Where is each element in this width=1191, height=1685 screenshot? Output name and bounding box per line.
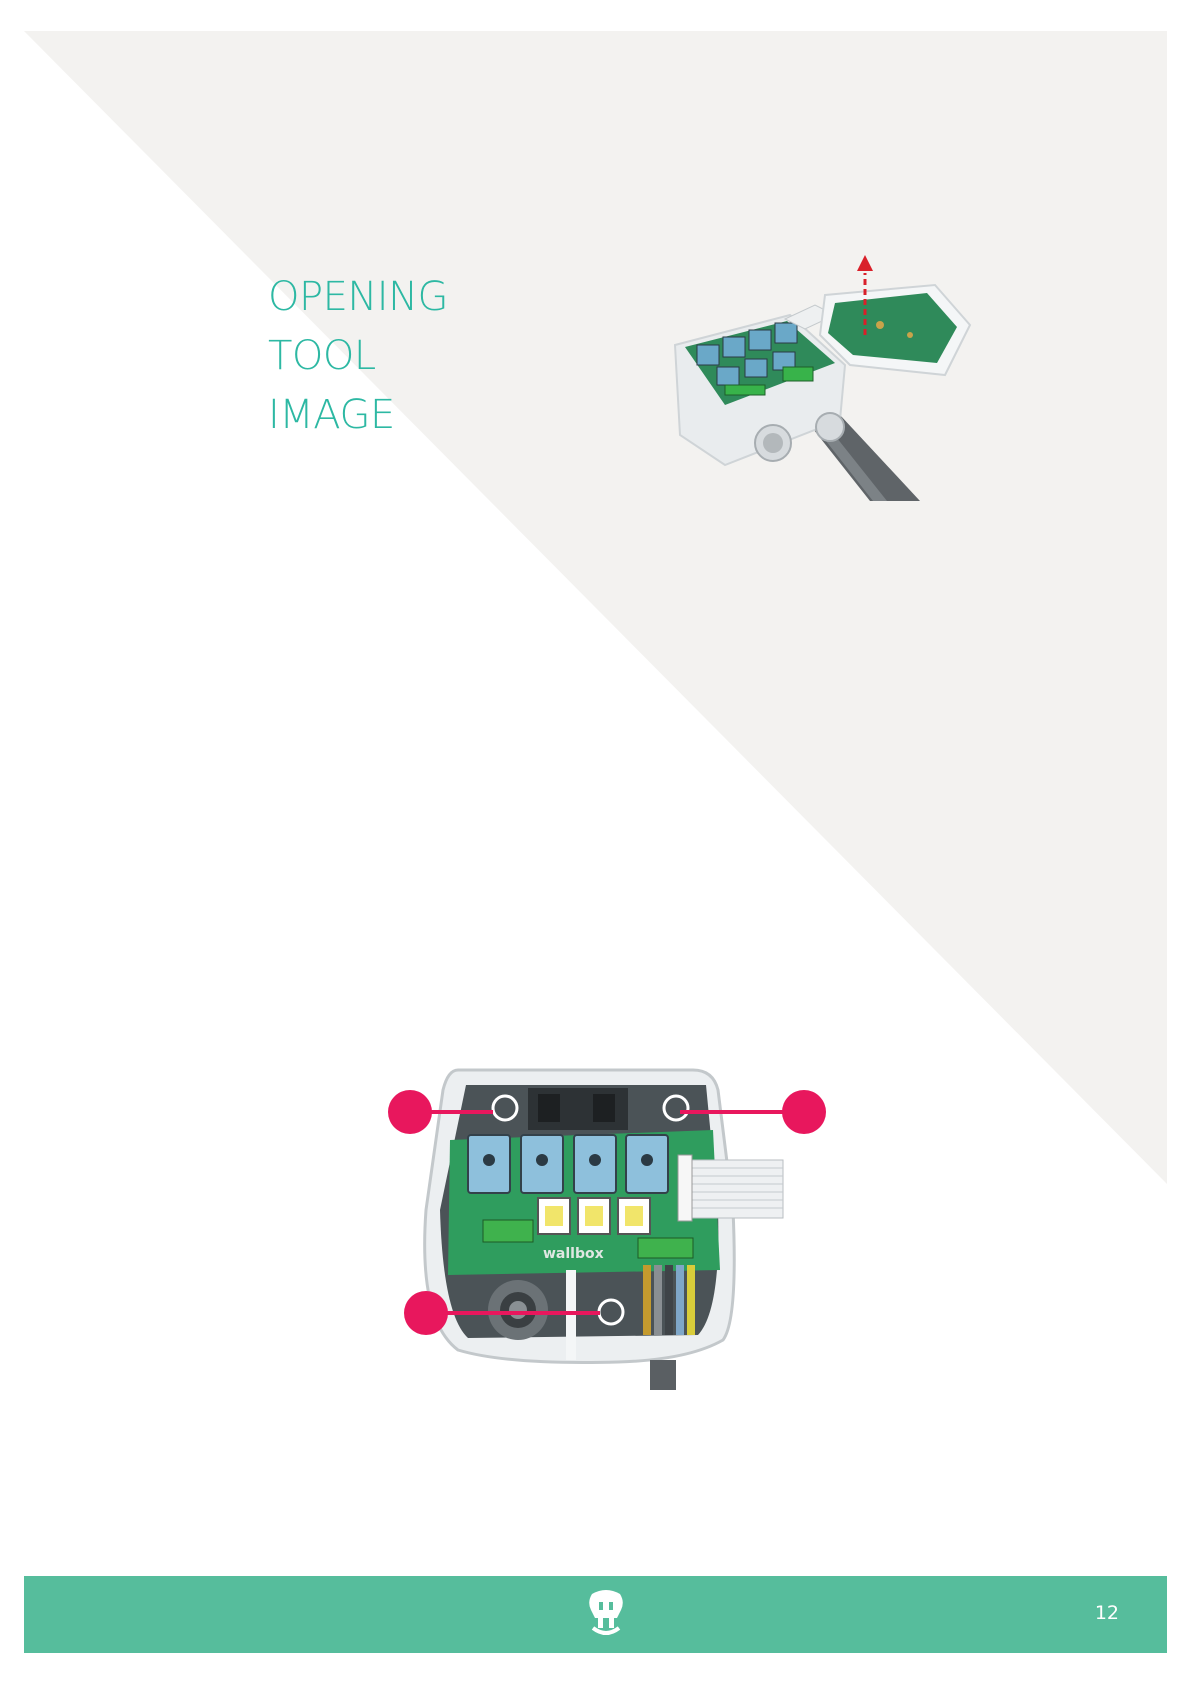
wallbox-logo-icon (579, 1588, 633, 1640)
page-footer: 12 (24, 1576, 1167, 1653)
heading-line-2: TOOL (268, 327, 448, 386)
opened-charger-enclosure-image (665, 255, 975, 501)
heading-line-3: IMAGE (268, 386, 448, 445)
top-right-screw-callout (680, 1090, 826, 1134)
top-left-screw-callout (388, 1090, 493, 1134)
heading-line-1: OPENING (268, 268, 448, 327)
screw-callouts (380, 1080, 840, 1340)
bottom-screw-callout (404, 1291, 600, 1335)
section-heading: OPENING TOOL IMAGE (268, 268, 448, 445)
page-number: 12 (1095, 1602, 1119, 1624)
